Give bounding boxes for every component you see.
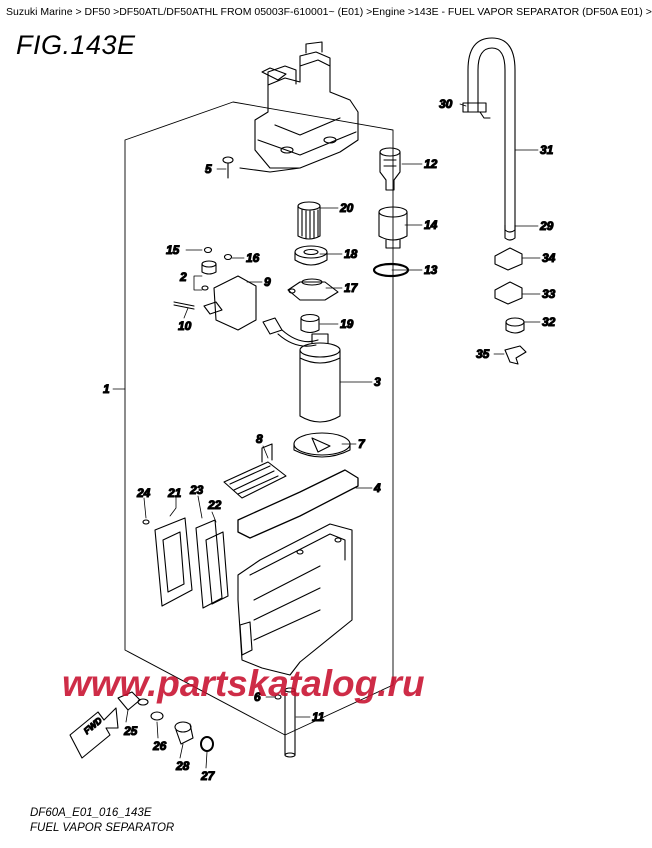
watermark: www.partskatalog.ru <box>62 663 425 704</box>
callout-6: 6 <box>254 690 261 704</box>
callout-11: 11 <box>312 710 325 724</box>
fuel-pump-part <box>299 333 341 423</box>
bracket-part <box>287 278 339 301</box>
callout-2: 2 <box>179 270 187 284</box>
diagram-caption: FUEL VAPOR SEPARATOR <box>30 822 175 834</box>
callout-32: 32 <box>542 315 556 329</box>
rubber-cover-part <box>213 275 257 331</box>
callout-34: 34 <box>542 251 556 265</box>
callout-35: 35 <box>476 347 490 361</box>
hose-part <box>467 37 516 233</box>
callout-3: 3 <box>374 375 381 389</box>
fwd-label: FWD <box>82 715 105 736</box>
callout-12: 12 <box>424 157 438 171</box>
clamp-small-part <box>504 345 527 365</box>
callout-33: 33 <box>542 287 556 301</box>
clip-part-b <box>494 281 523 305</box>
callout-18: 18 <box>344 247 358 261</box>
plate-part <box>293 432 351 458</box>
grommet-part <box>300 313 320 334</box>
exploded-parts-diagram: FWD 1 <box>62 37 556 784</box>
pin-part <box>173 301 195 310</box>
assembly-frame <box>124 101 394 736</box>
wire-harness-part <box>262 317 319 347</box>
breadcrumb[interactable]: Suzuki Marine > DF50 >DF50ATL/DF50ATHL F… <box>6 6 652 18</box>
separator-cover-part <box>239 41 359 173</box>
clip-part <box>494 247 523 271</box>
callout-20: 20 <box>339 201 354 215</box>
callout-9: 9 <box>264 275 271 289</box>
callout-7: 7 <box>358 437 366 451</box>
callout-31: 31 <box>540 143 554 157</box>
leader-lines <box>112 103 541 769</box>
callout-23: 23 <box>189 483 204 497</box>
drawing-code: DF60A_E01_016_143E <box>30 807 152 819</box>
nut-part <box>203 246 213 254</box>
screw-part <box>222 156 234 179</box>
grommet-2-part <box>201 260 217 291</box>
forward-direction-arrow: FWD <box>69 707 119 759</box>
screw-small-part <box>142 519 150 525</box>
callout-22: 22 <box>207 498 222 512</box>
pipe-part <box>284 687 296 758</box>
hose-end-part <box>504 224 516 241</box>
callout-13: 13 <box>424 263 438 277</box>
cover-plate-part <box>154 517 193 607</box>
callout-15: 15 <box>166 243 180 257</box>
callout-16: 16 <box>246 251 260 265</box>
gasket-small-part <box>205 531 229 605</box>
bolt-part <box>274 694 282 700</box>
strainer-part <box>223 443 287 499</box>
separator-body-part <box>237 523 353 676</box>
callout-4: 4 <box>373 481 381 495</box>
callout-25: 25 <box>123 724 138 738</box>
callout-30: 30 <box>439 97 453 111</box>
callout-21: 21 <box>167 486 182 500</box>
grommet-small-part <box>505 317 525 334</box>
cap-part <box>174 721 194 745</box>
figure-title: FIG.143E <box>16 30 136 60</box>
o-ring-small-part <box>200 736 214 752</box>
callout-24: 24 <box>136 486 151 500</box>
callout-1: 1 <box>103 382 110 396</box>
lead-part <box>203 301 223 315</box>
filter-part <box>297 201 321 240</box>
callout-5: 5 <box>205 162 212 176</box>
callout-27: 27 <box>200 769 216 783</box>
float-part <box>378 206 408 249</box>
gasket-plate-part <box>195 519 223 609</box>
callout-8: 8 <box>256 432 263 446</box>
callout-17: 17 <box>344 281 359 295</box>
washer-part <box>150 711 164 721</box>
seal-part <box>294 245 328 266</box>
screw-16-part <box>223 253 233 261</box>
drain-plug-part <box>117 691 149 711</box>
callout-26: 26 <box>152 739 167 753</box>
valve-part <box>379 147 401 191</box>
clamp-part <box>462 102 491 119</box>
callout-10: 10 <box>178 319 192 333</box>
callout-28: 28 <box>175 759 190 773</box>
gasket-part <box>237 469 359 539</box>
callout-19: 19 <box>340 317 354 331</box>
callout-29: 29 <box>539 219 554 233</box>
callout-14: 14 <box>424 218 438 232</box>
